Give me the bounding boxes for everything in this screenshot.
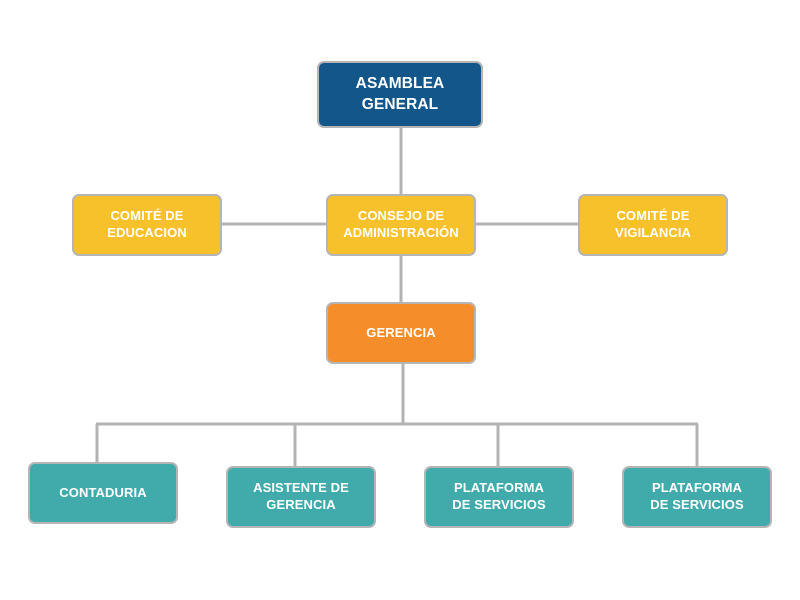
node-plataforma-servicios-1: PLATAFORMA DE SERVICIOS (424, 466, 574, 528)
node-contaduria: CONTADURIA (28, 462, 178, 524)
node-comite-educacion: COMITÉ DE EDUCACION (72, 194, 222, 256)
node-asamblea-general: ASAMBLEA GENERAL (317, 61, 483, 128)
node-gerencia: GERENCIA (326, 302, 476, 364)
node-plataforma-servicios-2: PLATAFORMA DE SERVICIOS (622, 466, 772, 528)
node-consejo-administracion: CONSEJO DE ADMINISTRACIÓN (326, 194, 476, 256)
node-asistente-gerencia: ASISTENTE DE GERENCIA (226, 466, 376, 528)
node-comite-vigilancia: COMITÉ DE VIGILANCIA (578, 194, 728, 256)
